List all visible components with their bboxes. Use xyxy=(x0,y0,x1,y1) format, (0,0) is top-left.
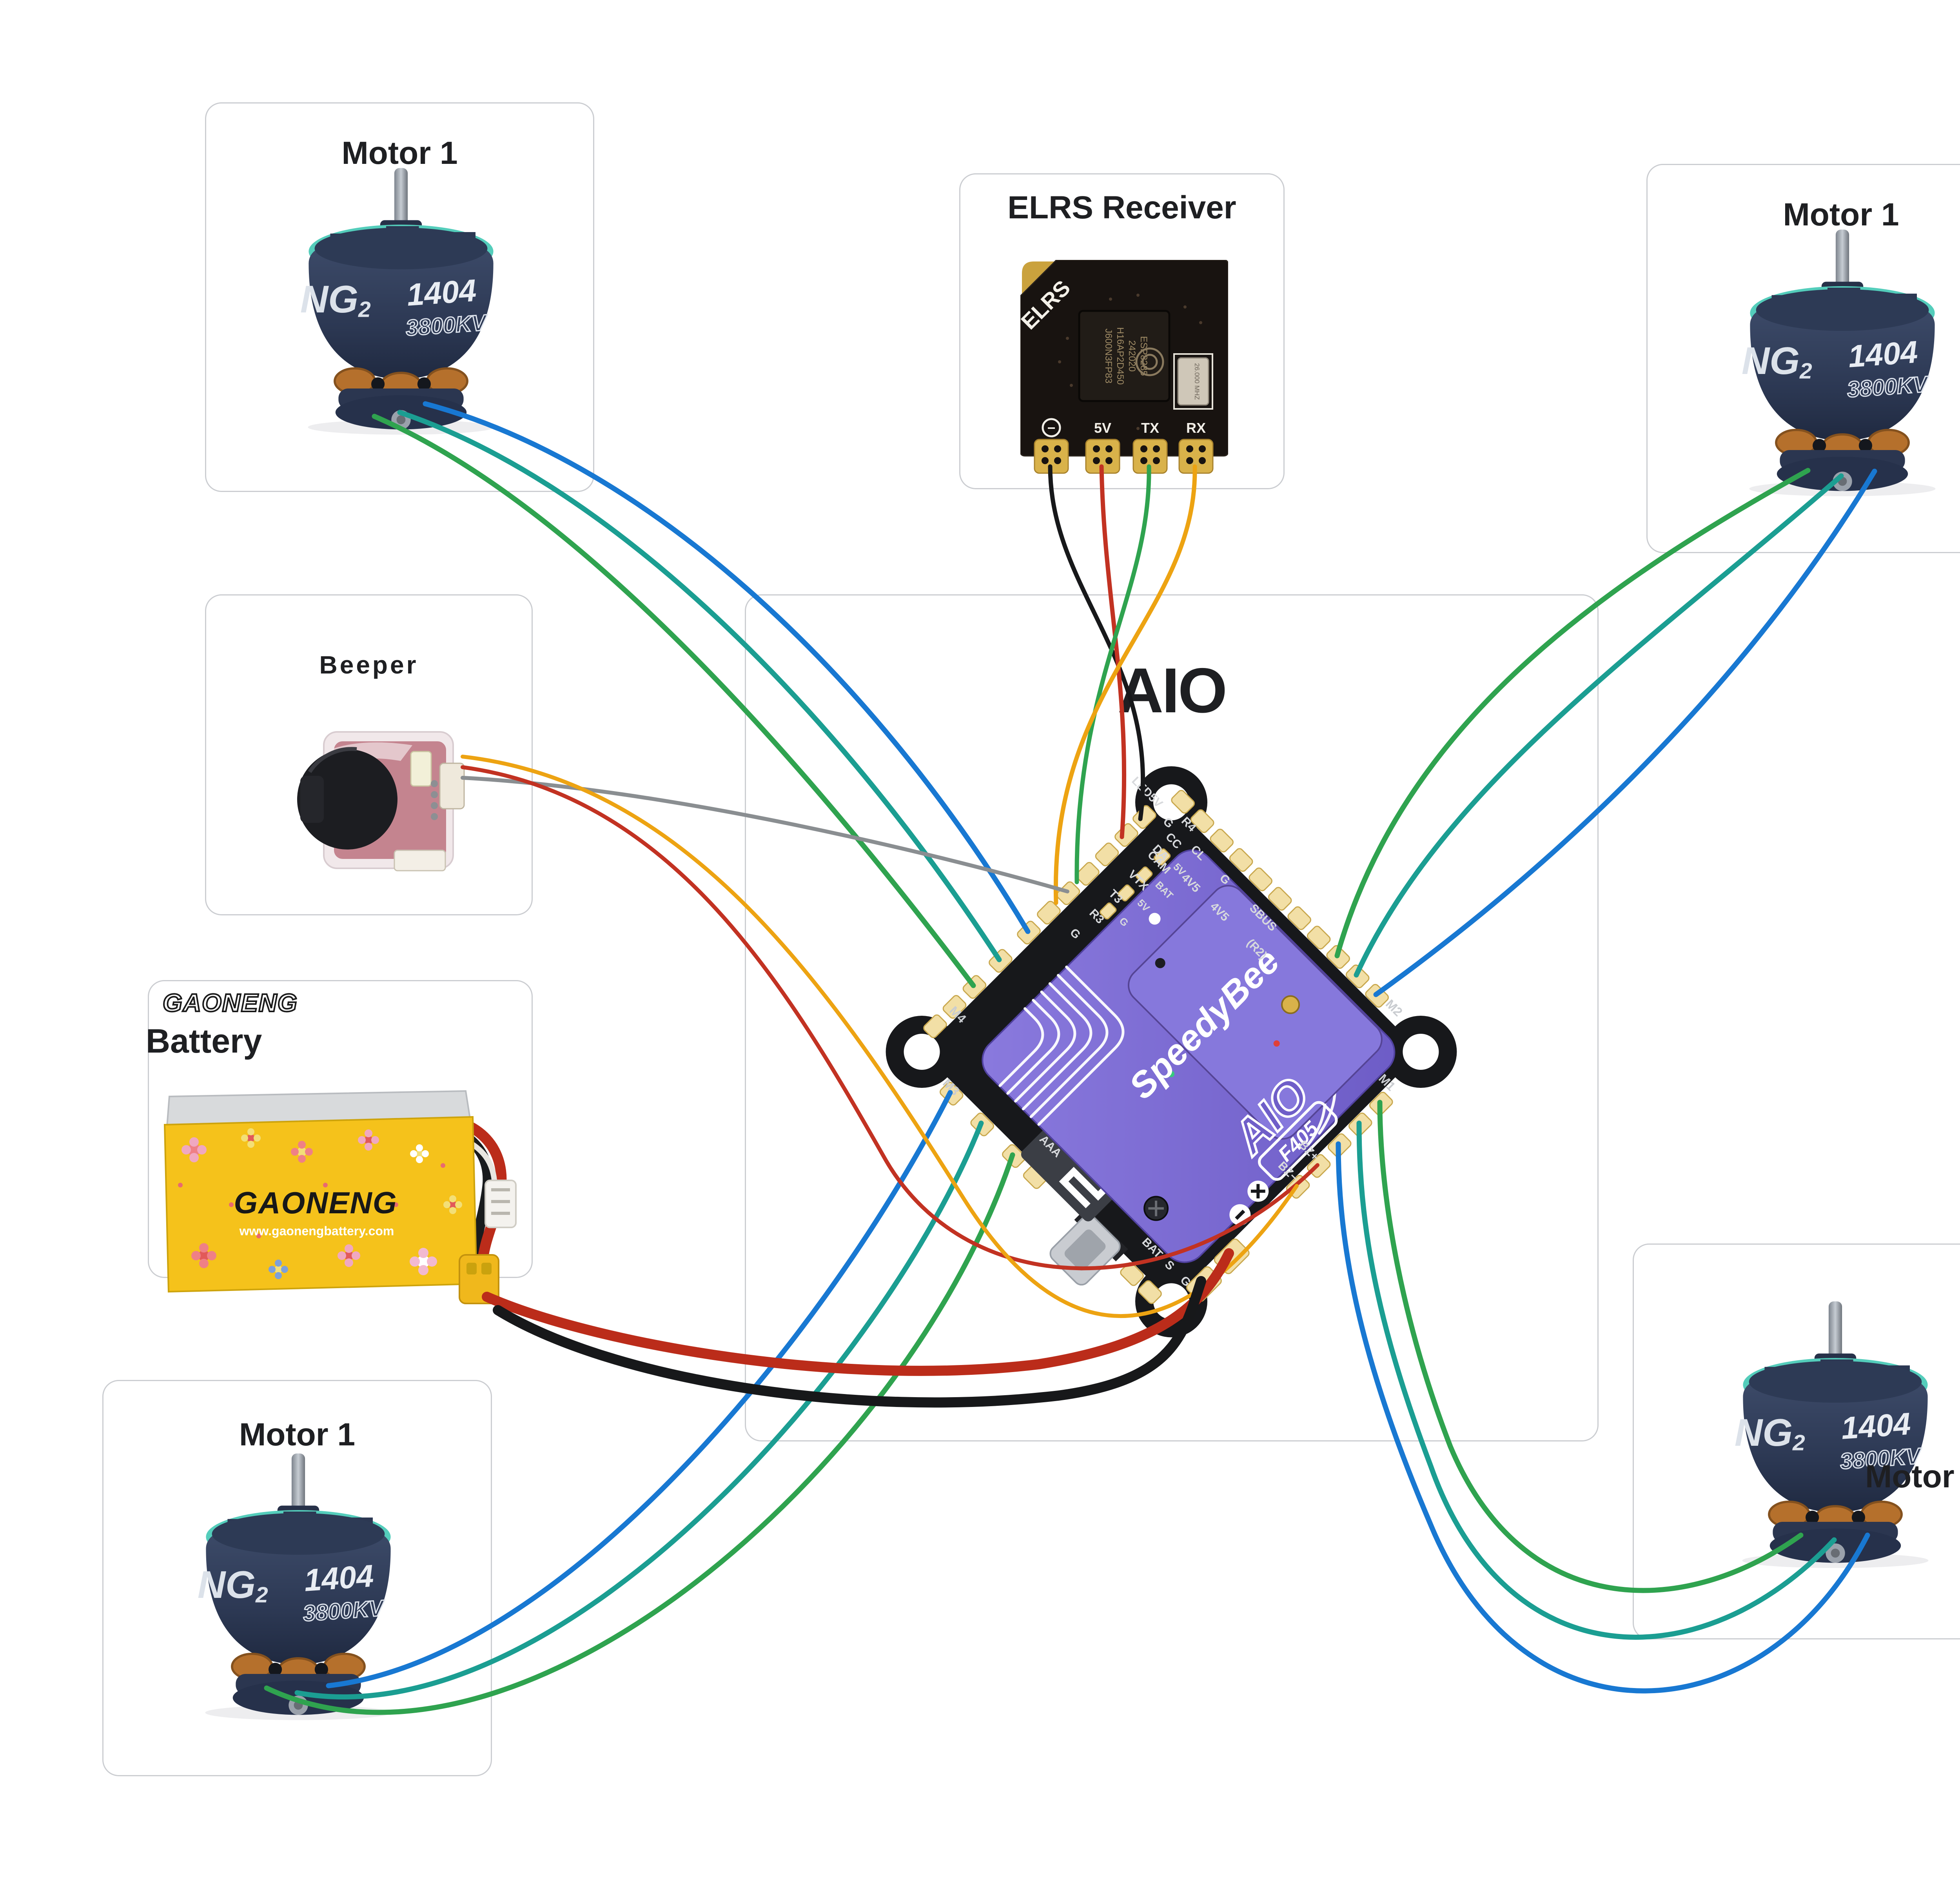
motor-photo xyxy=(1693,204,1960,502)
card-motor-top-right: Motor 1 xyxy=(1646,164,1960,553)
card-motor-bottom-left: Motor 1 xyxy=(102,1380,492,1776)
motor-photo xyxy=(252,143,550,441)
motor-photo xyxy=(1686,1276,1960,1574)
pcb-vias xyxy=(1058,294,1202,430)
gnd-icon xyxy=(1042,418,1061,437)
chip-markings: ESP8285 242020 H16AP2D450 J600N3FP83 xyxy=(1103,327,1149,385)
elrs-gold-corner xyxy=(1022,261,1054,294)
svg-text:RX: RX xyxy=(1186,420,1206,436)
svg-text:H16AP2D450: H16AP2D450 xyxy=(1115,327,1125,385)
card-motor-top-left: Motor 1 xyxy=(205,102,594,492)
card-motor-bottom-right: Motor 1 xyxy=(1633,1243,1960,1639)
svg-text:J600N3FP83: J600N3FP83 xyxy=(1103,329,1114,383)
motor-card-title: Motor 1 xyxy=(341,135,458,171)
battery-pack-url: www.gaonengbattery.com xyxy=(239,1224,394,1238)
balance-connector xyxy=(485,1180,517,1228)
svg-text:−: − xyxy=(1047,420,1055,436)
esp-logo-swirl xyxy=(1135,347,1164,376)
xt30-connector xyxy=(459,1254,499,1304)
svg-text:26.000 MHZ: 26.000 MHZ xyxy=(1193,363,1201,400)
motor-photo xyxy=(149,1428,447,1726)
aio-flight-controller-photo: SpeedyBee AIO F405 G R3 T3 VTX CAM CC R4… xyxy=(886,766,1457,1338)
motor-card-title: Motor 1 xyxy=(1783,197,1899,232)
battery-photo: GAONENG www.gaonengbattery.com xyxy=(163,1090,517,1304)
svg-text:242020: 242020 xyxy=(1127,340,1137,372)
crystal-26mhz xyxy=(1177,357,1209,406)
card-elrs-receiver: ELRS Receiver ELRS ESP8285 242020 H16AP2… xyxy=(959,173,1285,489)
elrs-receiver-photo: ELRS ESP8285 242020 H16AP2D450 J600N3FP8… xyxy=(1020,260,1228,474)
beeper-photo xyxy=(297,731,465,871)
elrs-card-title: ELRS Receiver xyxy=(1007,190,1236,225)
svg-text:TX: TX xyxy=(1141,420,1159,436)
battery-pack-brand: GAONENG xyxy=(234,1185,397,1220)
beeper-aux-connector xyxy=(394,850,446,871)
card-battery: GAONENG Battery xyxy=(146,980,533,1304)
gaoneng-logo: GAONENG xyxy=(162,988,298,1018)
beeper-led xyxy=(410,751,432,787)
beeper-card-title: Beeper xyxy=(319,651,419,679)
card-aio: AIO xyxy=(745,594,1599,1441)
card-beeper: Beeper xyxy=(205,594,533,915)
beeper-connector xyxy=(439,762,465,810)
motor-card-title: Motor 1 xyxy=(1865,1459,1960,1494)
svg-text:5V: 5V xyxy=(1094,420,1111,436)
elrs-esp-chip xyxy=(1078,310,1171,402)
elrs-pin-labels: − 5V TX RX xyxy=(1042,418,1206,437)
battery-card-title: Battery xyxy=(146,1022,262,1060)
